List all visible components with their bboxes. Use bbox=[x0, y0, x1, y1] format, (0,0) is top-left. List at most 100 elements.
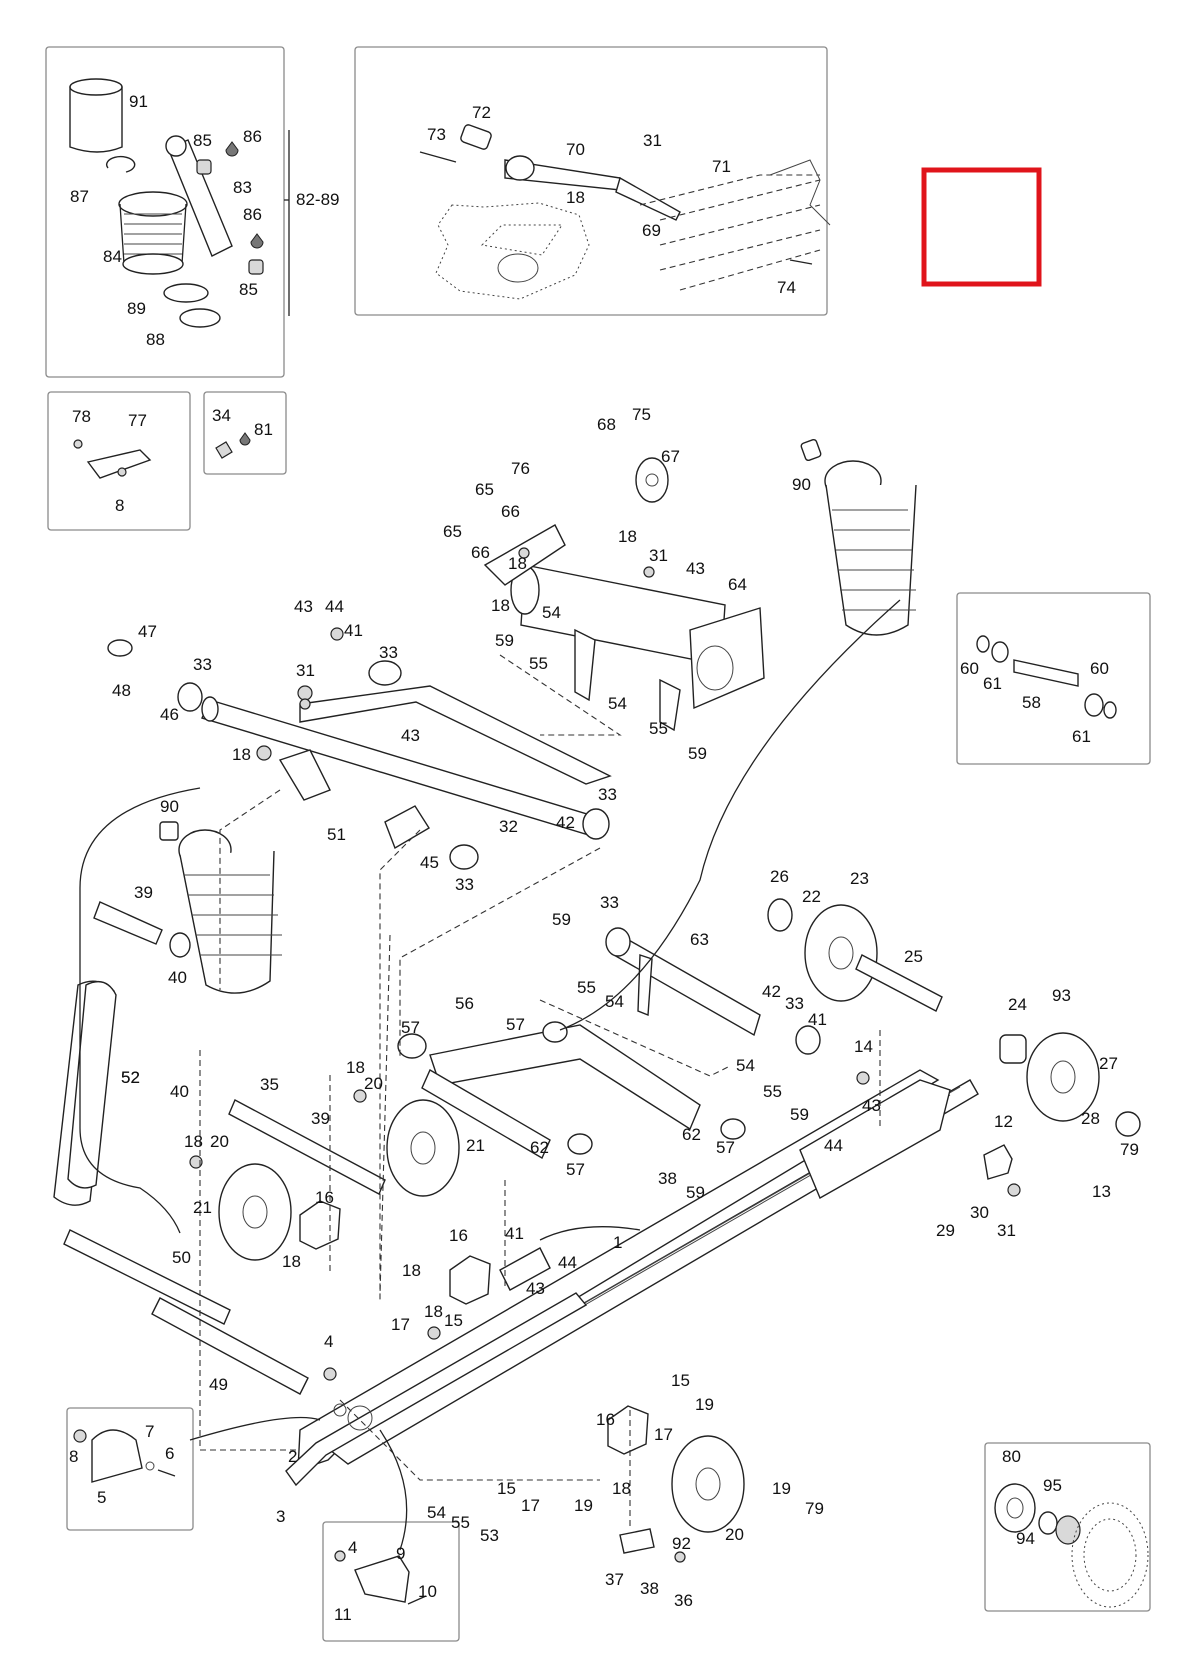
callout-41b: 41 bbox=[808, 1010, 827, 1029]
callout-16c: 16 bbox=[596, 1410, 615, 1429]
callout-91: 91 bbox=[129, 92, 148, 111]
callout-57c: 57 bbox=[716, 1138, 735, 1157]
callout-76: 76 bbox=[511, 459, 530, 478]
callout-59e: 59 bbox=[686, 1183, 705, 1202]
callout-49: 49 bbox=[209, 1375, 228, 1394]
callout-82-89: 82-89 bbox=[296, 190, 339, 209]
callout-42a: 42 bbox=[556, 813, 575, 832]
callout-20c: 20 bbox=[725, 1525, 744, 1544]
callout-43d: 43 bbox=[862, 1096, 881, 1115]
callout-59b: 59 bbox=[688, 744, 707, 763]
callout-45: 45 bbox=[420, 853, 439, 872]
callout-33b: 33 bbox=[193, 655, 212, 674]
callout-5: 5 bbox=[97, 1488, 106, 1507]
callout-46: 46 bbox=[160, 705, 179, 724]
callout-85: 85 bbox=[193, 131, 212, 150]
callout-18h: 18 bbox=[282, 1252, 301, 1271]
callout-52: 52 bbox=[121, 1068, 140, 1087]
callout-3: 3 bbox=[276, 1507, 285, 1526]
fasteners bbox=[189, 547, 1021, 1563]
callout-68: 68 bbox=[597, 415, 616, 434]
shaft-58-parts bbox=[976, 635, 1117, 719]
callout-90b: 90 bbox=[160, 797, 179, 816]
callout-30: 30 bbox=[970, 1203, 989, 1222]
assembly-guide-lines bbox=[199, 654, 881, 1530]
callout-7: 7 bbox=[145, 1422, 154, 1441]
callout-95: 95 bbox=[1043, 1476, 1062, 1495]
bracket-16-b bbox=[449, 1255, 491, 1305]
callout-1: 1 bbox=[613, 1233, 622, 1252]
callout-18d: 18 bbox=[491, 596, 510, 615]
callout-18g: 18 bbox=[184, 1132, 203, 1151]
inset-sprocket-box bbox=[984, 1442, 1151, 1612]
callout-42b: 42 bbox=[762, 982, 781, 1001]
callout-54b: 54 bbox=[608, 694, 627, 713]
axle-49 bbox=[151, 1297, 309, 1395]
callout-69: 69 bbox=[642, 221, 661, 240]
callout-78: 78 bbox=[72, 407, 91, 426]
callout-55e: 55 bbox=[451, 1513, 470, 1532]
inset-clip-box bbox=[322, 1521, 460, 1642]
callout-39b: 39 bbox=[311, 1109, 330, 1128]
callout-4a: 4 bbox=[324, 1332, 333, 1351]
callout-10: 10 bbox=[418, 1582, 437, 1601]
plate-37 bbox=[619, 1528, 655, 1554]
front-arm-32 bbox=[107, 639, 612, 870]
callout-86b: 86 bbox=[243, 205, 262, 224]
callout-67: 67 bbox=[661, 447, 680, 466]
callout-57a: 57 bbox=[401, 1018, 420, 1037]
callout-8a: 8 bbox=[115, 496, 124, 515]
callout-24: 24 bbox=[1008, 995, 1027, 1014]
shock-absorber-parts bbox=[69, 78, 264, 328]
inset-shock-absorber-box bbox=[45, 46, 285, 378]
callout-6: 6 bbox=[165, 1444, 174, 1463]
axle-35 bbox=[228, 1099, 386, 1195]
callout-61b: 61 bbox=[1072, 727, 1091, 746]
callout-52b: 52 bbox=[121, 1068, 140, 1087]
callout-21a: 21 bbox=[466, 1136, 485, 1155]
callout-15a: 15 bbox=[444, 1311, 463, 1330]
callout-2: 2 bbox=[288, 1447, 297, 1466]
callout-43e: 43 bbox=[526, 1279, 545, 1298]
callout-93: 93 bbox=[1052, 986, 1071, 1005]
bracket-16-c bbox=[607, 1405, 649, 1455]
callout-59d: 59 bbox=[790, 1105, 809, 1124]
callout-56: 56 bbox=[455, 994, 474, 1013]
callout-19b: 19 bbox=[574, 1496, 593, 1515]
callout-86: 86 bbox=[243, 127, 262, 146]
callout-57b: 57 bbox=[506, 1015, 525, 1034]
callout-labels: 91 85 86 83 87 82-89 86 84 85 89 88 72 7… bbox=[69, 92, 1139, 1624]
callout-70: 70 bbox=[566, 140, 585, 159]
callout-22: 22 bbox=[802, 887, 821, 906]
callout-92: 92 bbox=[672, 1534, 691, 1553]
callout-63: 63 bbox=[690, 930, 709, 949]
callout-60a: 60 bbox=[960, 659, 979, 678]
callout-40a: 40 bbox=[168, 968, 187, 987]
crossbar-64 bbox=[483, 457, 765, 732]
callout-33a: 33 bbox=[379, 643, 398, 662]
callout-39a: 39 bbox=[134, 883, 153, 902]
callout-53: 53 bbox=[480, 1526, 499, 1545]
callout-31d: 31 bbox=[997, 1221, 1016, 1240]
callout-74: 74 bbox=[777, 278, 796, 297]
callout-75: 75 bbox=[632, 405, 651, 424]
inset-link-rod-box bbox=[354, 46, 828, 316]
callout-79b: 79 bbox=[805, 1499, 824, 1518]
highlight-marker-square bbox=[921, 167, 1042, 287]
callout-33f: 33 bbox=[785, 994, 804, 1013]
callout-38b: 38 bbox=[640, 1579, 659, 1598]
link-rod-parts bbox=[419, 124, 831, 300]
callout-62b: 62 bbox=[682, 1125, 701, 1144]
callout-54d: 54 bbox=[736, 1056, 755, 1075]
callout-87: 87 bbox=[70, 187, 89, 206]
inset-shaft-box bbox=[956, 592, 1151, 765]
callout-8b: 8 bbox=[69, 1447, 78, 1466]
callout-19a: 19 bbox=[695, 1395, 714, 1414]
callout-83: 83 bbox=[233, 178, 252, 197]
callout-34: 34 bbox=[212, 406, 231, 425]
callout-9: 9 bbox=[396, 1544, 405, 1563]
grease-fitting-34 bbox=[215, 441, 233, 459]
callout-40b: 40 bbox=[170, 1082, 189, 1101]
callout-41a: 41 bbox=[344, 621, 363, 640]
